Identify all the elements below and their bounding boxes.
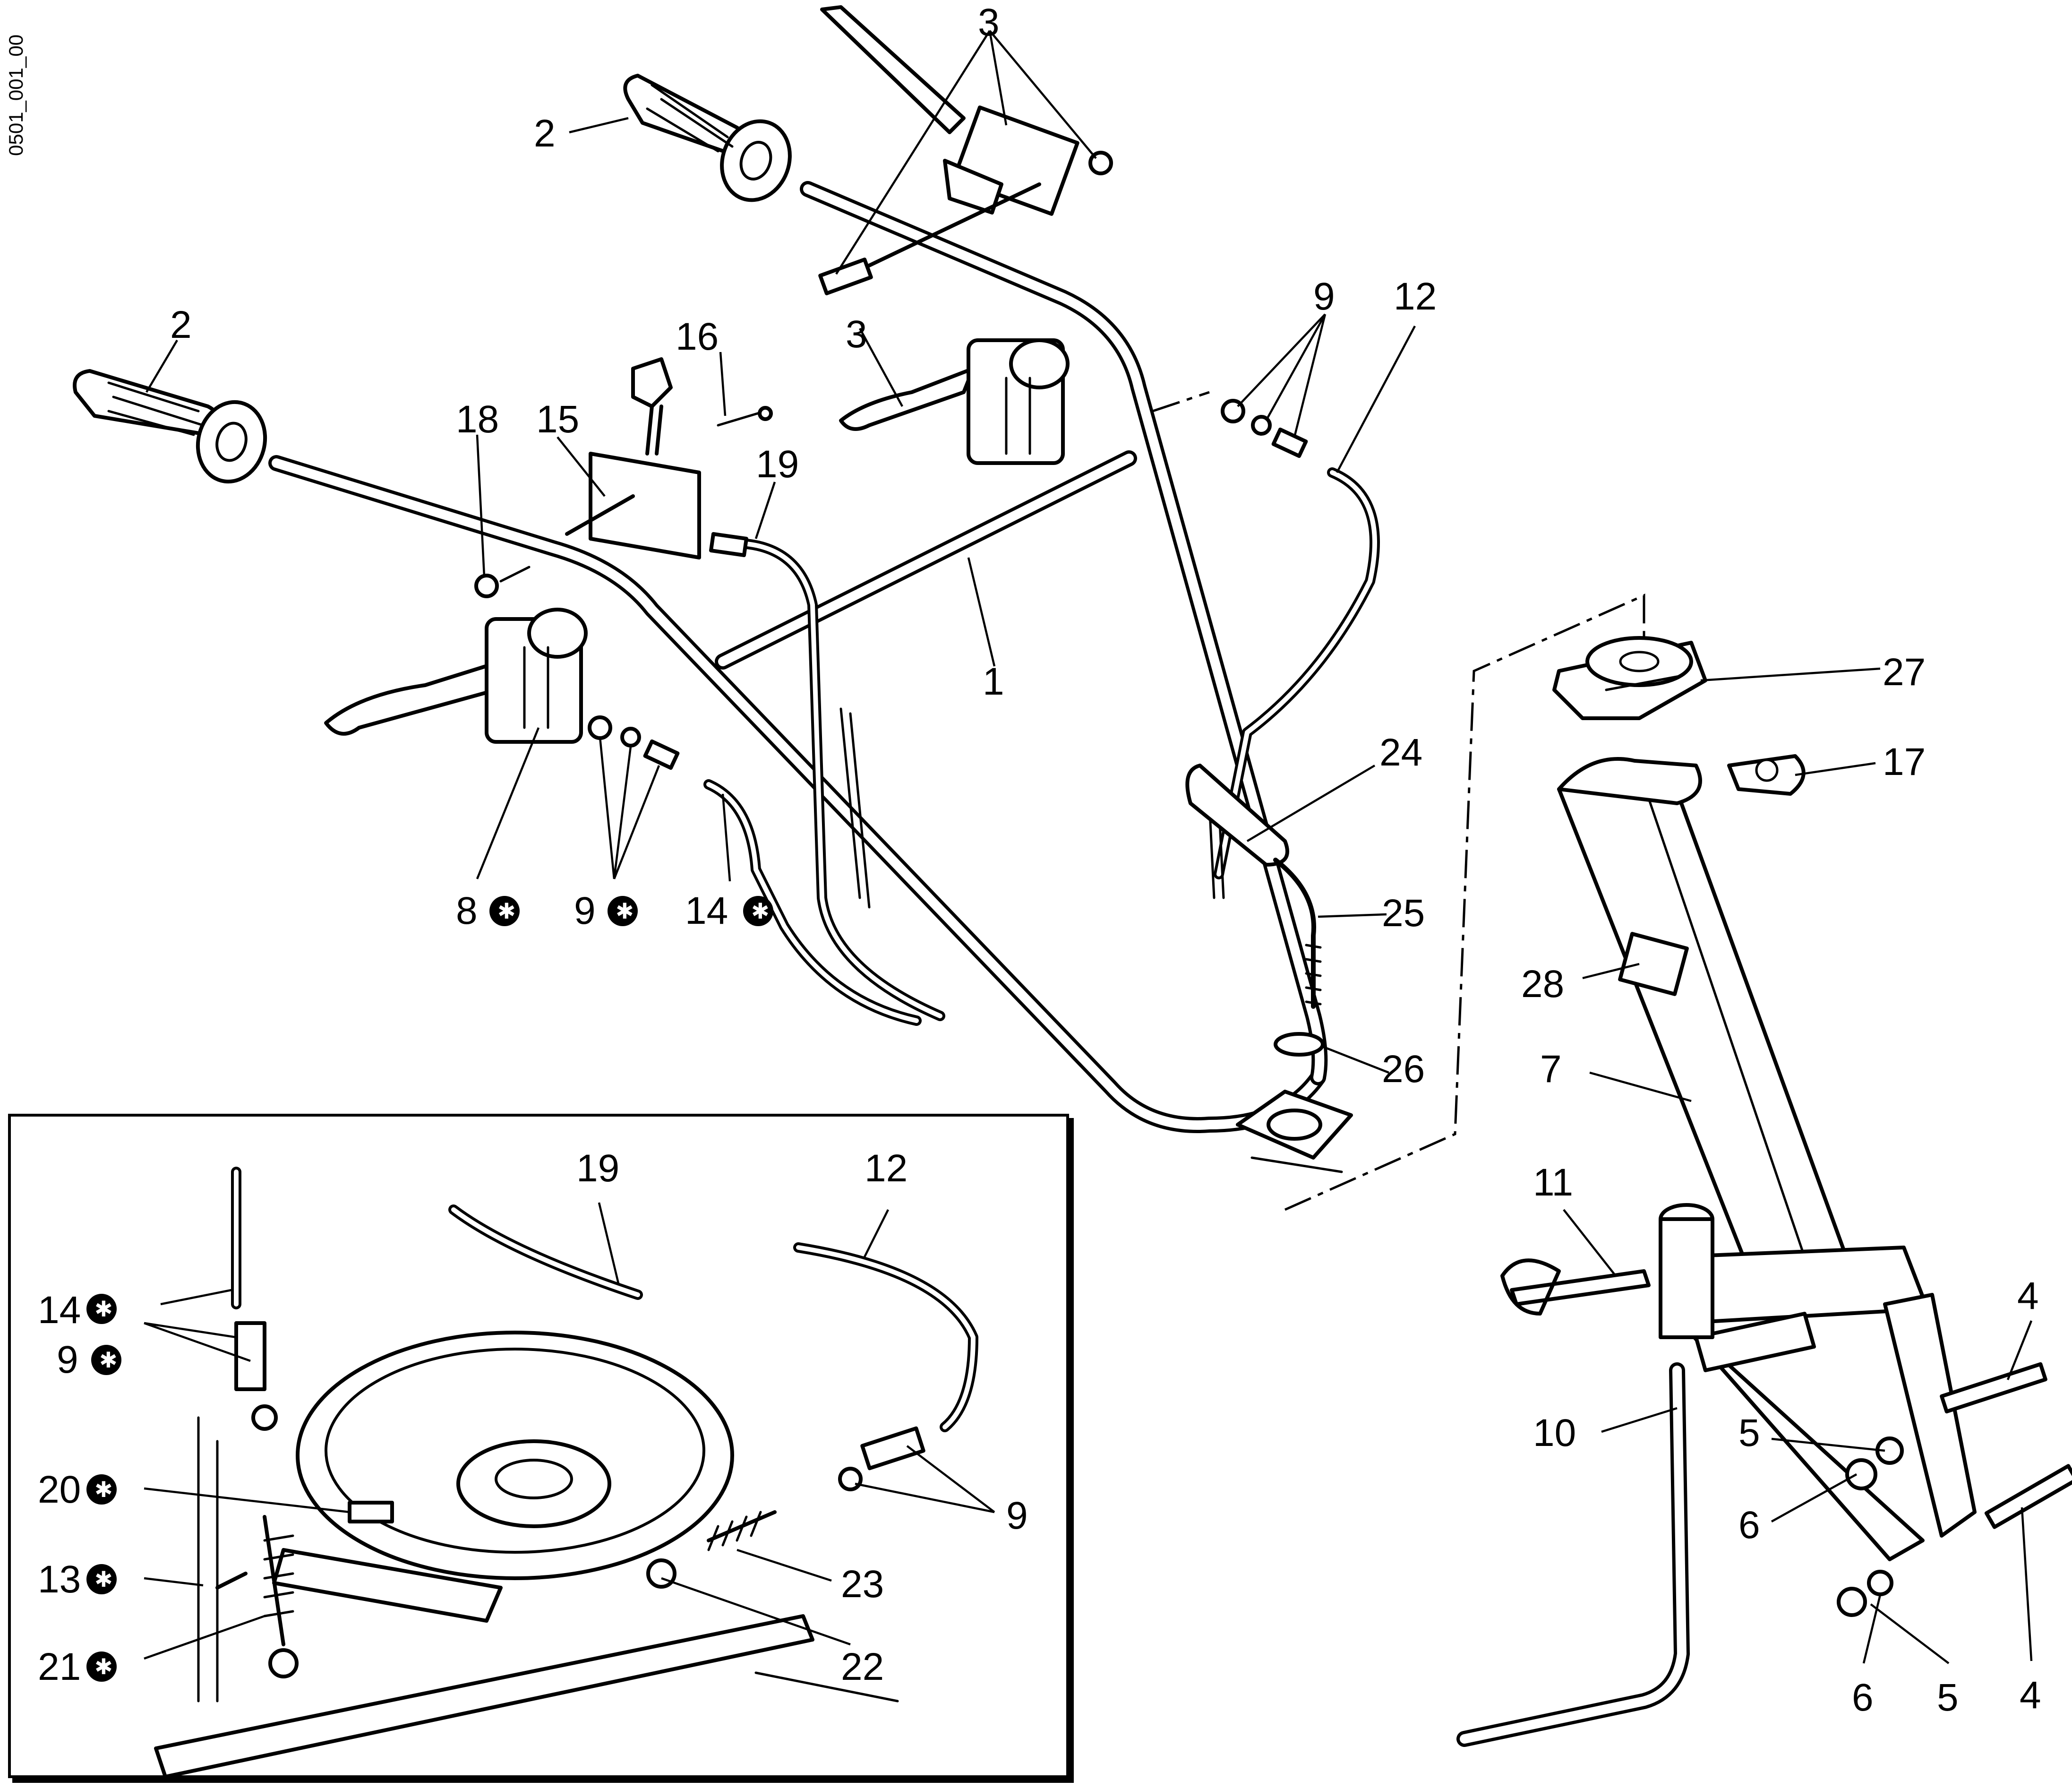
lever-8 — [324, 608, 588, 744]
star-glyph-14-inset: ✱ — [94, 1296, 113, 1322]
handlebar-frame — [268, 181, 1328, 1133]
lever-3-top — [818, 5, 1113, 295]
callout-28: 28 — [1521, 963, 1564, 1006]
callout-5-bottom: 5 — [1937, 1676, 1959, 1719]
star-mark-21 — [86, 1651, 117, 1682]
callout-15: 15 — [536, 398, 579, 441]
callout-17: 17 — [1883, 740, 1926, 783]
star-mark-20 — [86, 1474, 117, 1505]
callout-3-mid: 3 — [846, 313, 867, 356]
callout-19-top: 19 — [756, 443, 799, 486]
callout-2-top: 2 — [534, 112, 556, 155]
star-mark-9-inset — [91, 1345, 121, 1375]
callout-27: 27 — [1883, 651, 1926, 694]
callout-6-bottom: 6 — [1852, 1676, 1874, 1719]
callout-leaders — [144, 30, 2033, 1664]
callout-14-mid: 14 — [685, 889, 728, 932]
callout-3-top: 3 — [978, 1, 1000, 44]
control-cables — [703, 467, 1380, 1026]
callout-26: 26 — [1382, 1048, 1425, 1091]
handle-grip-left — [73, 369, 267, 484]
callout-21: 21 — [38, 1645, 81, 1688]
star-mark-9-mid — [608, 896, 638, 926]
callout-9-inset-left: 9 — [57, 1338, 78, 1381]
callout-22: 22 — [841, 1645, 884, 1688]
alignment-line-column — [1284, 593, 1645, 1211]
callout-23: 23 — [841, 1563, 884, 1606]
callout-12-top: 12 — [1394, 275, 1437, 318]
callout-4-bottom: 4 — [2020, 1674, 2041, 1717]
star-glyph-21: ✱ — [94, 1654, 113, 1679]
star-glyph-9-inset: ✱ — [99, 1347, 118, 1373]
callout-11: 11 — [1533, 1161, 1573, 1204]
star-glyph-14-mid: ✱ — [751, 898, 770, 924]
callout-8: 8 — [456, 889, 478, 932]
star-mark-8 — [489, 896, 520, 926]
engine-inset-panel — [8, 1114, 1074, 1783]
star-glyph-8: ✱ — [497, 898, 516, 924]
sleeve-spring-parts — [1185, 764, 1353, 1173]
lever-3-mid — [839, 338, 1070, 465]
star-mark-14-mid — [743, 896, 773, 926]
callout-4-top: 4 — [2017, 1274, 2039, 1317]
callout-labels: 3 2 2 16 18 15 19 3 9 12 1 27 17 24 25 8… — [38, 1, 2041, 1719]
callout-1: 1 — [983, 660, 1004, 703]
callout-9-mid: 9 — [574, 889, 596, 932]
star-mark-13 — [86, 1564, 117, 1594]
callout-2-left: 2 — [170, 303, 192, 346]
steering-column-7 — [1557, 757, 1977, 1561]
callout-9-inset-right: 9 — [1006, 1494, 1028, 1537]
star-glyph-20: ✱ — [94, 1477, 113, 1502]
star-mark-14-inset — [86, 1294, 117, 1324]
washer-17 — [1727, 754, 1806, 796]
handle-grip-top — [623, 74, 792, 202]
callout-13: 13 — [38, 1558, 81, 1601]
star-glyph-13: ✱ — [94, 1566, 113, 1592]
callout-5-top: 5 — [1738, 1411, 1760, 1454]
callout-14-inset: 14 — [38, 1289, 81, 1332]
fasteners-4-5-6 — [1837, 1362, 2072, 1617]
bracket-27 — [1552, 636, 1707, 720]
callout-6-top: 6 — [1738, 1504, 1760, 1547]
callout-19-inset: 19 — [576, 1147, 619, 1190]
callout-24: 24 — [1379, 731, 1422, 774]
callout-16: 16 — [676, 315, 719, 358]
callout-9-top: 9 — [1313, 275, 1335, 318]
callout-10: 10 — [1533, 1411, 1576, 1454]
document-id: 0501_001_00 — [5, 34, 27, 156]
star-glyph-9-mid: ✱ — [616, 898, 634, 924]
callout-18: 18 — [456, 398, 499, 441]
callout-7: 7 — [1540, 1048, 1562, 1091]
stand-10 — [1456, 1362, 1690, 1747]
alignment-line-bracket — [1152, 391, 1210, 413]
callout-12-inset: 12 — [865, 1147, 908, 1190]
pin-11 — [1500, 1258, 1651, 1316]
callout-25: 25 — [1382, 892, 1425, 935]
callout-20: 20 — [38, 1468, 81, 1511]
throttle-control-15 — [565, 357, 773, 559]
